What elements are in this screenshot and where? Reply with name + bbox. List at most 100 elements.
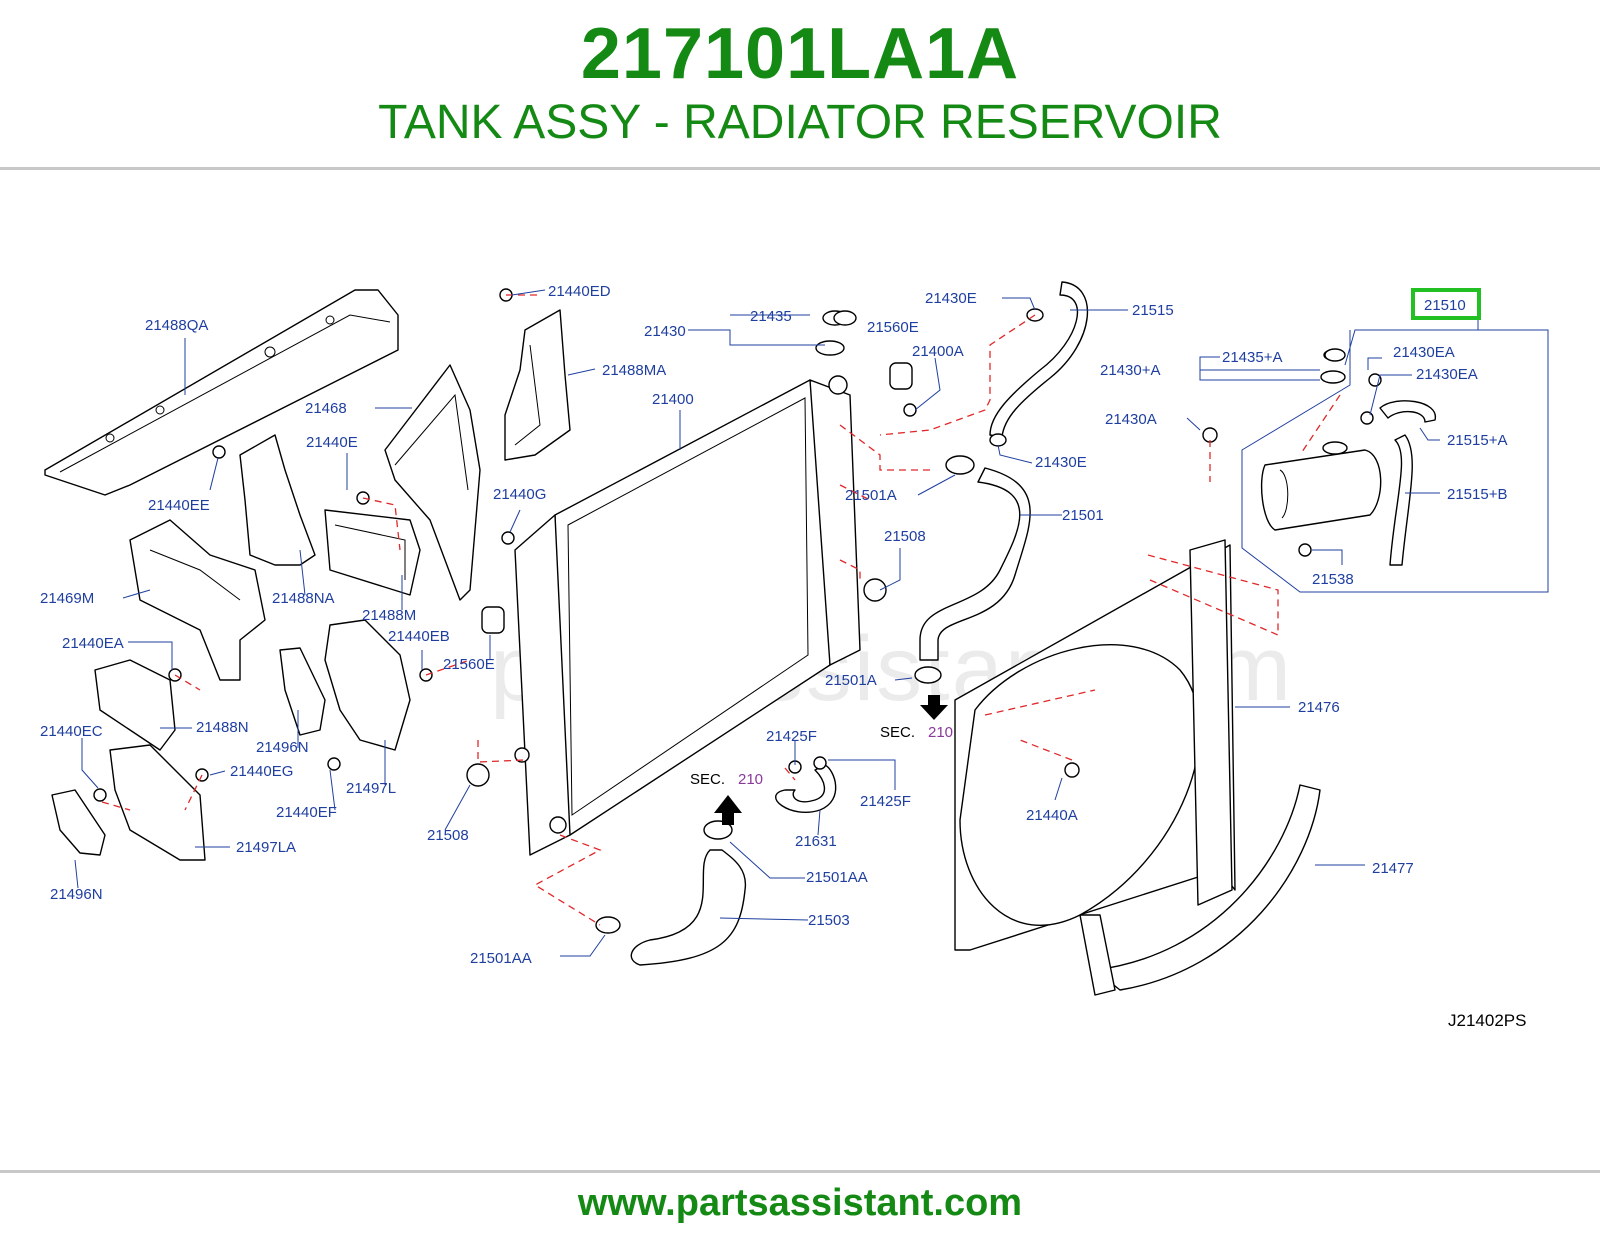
- highlight-box-21510: [1411, 288, 1481, 320]
- bracket-21497LA: [109, 744, 206, 861]
- callout-21440ED: 21440ED: [548, 283, 611, 300]
- callout-21508-a: 21508: [427, 827, 469, 844]
- page-header: 217101LA1A TANK ASSY - RADIATOR RESERVOI…: [0, 0, 1600, 168]
- bracket-21497L: [324, 619, 411, 751]
- block-21496N-a: [279, 647, 326, 736]
- clamp-21430E-b: [989, 433, 1007, 447]
- callout-21469M: 21469M: [40, 590, 94, 607]
- arrow-down-icon: [920, 695, 948, 720]
- callout-21440EB: 21440EB: [388, 628, 450, 645]
- clamp-21501A-a: [945, 455, 975, 475]
- callout-21425F-b: 21425F: [860, 793, 911, 810]
- callout-21468: 21468: [305, 400, 347, 417]
- callout-21497L: 21497L: [346, 780, 396, 797]
- callout-21515B: 21515+B: [1447, 486, 1507, 503]
- callout-21560E-b: 21560E: [443, 656, 495, 673]
- upper-hose-21501: [919, 467, 1031, 661]
- grommet-21508-a: [466, 763, 490, 787]
- fan-shroud-21476: [954, 539, 1236, 951]
- callout-21440G: 21440G: [493, 486, 546, 503]
- callout-21496N-b: 21496N: [50, 886, 103, 903]
- callout-21488MA: 21488MA: [602, 362, 666, 379]
- callout-21430EA-b: 21430EA: [1416, 366, 1478, 383]
- callout-21430A: 21430A: [1105, 411, 1157, 428]
- callout-21425F-a: 21425F: [766, 728, 817, 745]
- callout-21503: 21503: [808, 912, 850, 929]
- callout-21496N-a: 21496N: [256, 739, 309, 756]
- lower-shroud-21477: [1079, 784, 1321, 996]
- leader-lines: [74, 289, 1549, 957]
- drawing: [44, 281, 1436, 996]
- callout-21515A: 21515+A: [1447, 432, 1507, 449]
- footer-url[interactable]: www.partsassistant.com: [577, 1182, 1023, 1224]
- part-description: TANK ASSY - RADIATOR RESERVOIR: [378, 96, 1222, 149]
- reservoir-hoses-21515A-B: [1379, 400, 1436, 566]
- callout-21631: 21631: [795, 833, 837, 850]
- radiator-21400: [514, 375, 861, 856]
- sec-ref-label-lower: SEC.: [690, 771, 725, 788]
- part-number: 217101LA1A: [580, 14, 1020, 94]
- duct-21488M: [324, 509, 421, 596]
- parts-diagram: partsassistant.com: [40, 281, 1549, 1030]
- mount-21560E-a: [889, 362, 913, 390]
- plate-21488MA: [504, 309, 571, 461]
- callout-21510: 21510: [1424, 297, 1466, 314]
- callout-21430: 21430: [644, 323, 686, 340]
- callout-21501A-a: 21501A: [845, 487, 897, 504]
- clamp-21501AA-a: [703, 820, 733, 840]
- callout-21488NA: 21488NA: [272, 590, 335, 607]
- duct-21488NA: [239, 434, 316, 566]
- arrow-up-icon: [714, 795, 742, 825]
- callout-21501AA-a: 21501AA: [806, 869, 868, 886]
- reservoir-hose-21515: [989, 281, 1089, 438]
- callout-21515: 21515: [1132, 302, 1174, 319]
- block-21496N-b: [51, 789, 106, 856]
- clamp-21501A-b: [914, 666, 942, 684]
- callout-21477: 21477: [1372, 860, 1414, 877]
- callout-21497LA: 21497LA: [236, 839, 296, 856]
- callout-21488QA: 21488QA: [145, 317, 208, 334]
- callout-21400: 21400: [652, 391, 694, 408]
- callout-21476: 21476: [1298, 699, 1340, 716]
- side-bracket-21468: [384, 364, 481, 601]
- sec-ref-label-upper: SEC.: [880, 724, 915, 741]
- callout-21435: 21435: [750, 308, 792, 325]
- callout-21488M: 21488M: [362, 607, 416, 624]
- callout-21538: 21538: [1312, 571, 1354, 588]
- side-bracket-21469M: [129, 519, 266, 681]
- callout-21440A: 21440A: [1026, 807, 1078, 824]
- callout-21508-b: 21508: [884, 528, 926, 545]
- header-divider: [0, 167, 1600, 170]
- callout-21430E-a: 21430E: [925, 290, 977, 307]
- bracket-21488N: [94, 659, 176, 751]
- sec-ref-num-upper: 210: [928, 724, 953, 741]
- mount-21560E-b: [481, 606, 505, 634]
- callout-21440EG: 21440EG: [230, 763, 293, 780]
- clamp-21501AA-b: [595, 916, 621, 934]
- callout-21501: 21501: [1062, 507, 1104, 524]
- upper-bracket-21488QA: [44, 289, 399, 496]
- callout-labels: 21488QA 21440EE 21468 21440E 21469M 2148…: [40, 283, 1526, 1030]
- assembly-dash-lines: [101, 294, 1341, 926]
- callout-21501A-b: 21501A: [825, 672, 877, 689]
- callout-21440EE: 21440EE: [148, 497, 210, 514]
- callout-21501AA-b: 21501AA: [470, 950, 532, 967]
- callout-21560E-a: 21560E: [867, 319, 919, 336]
- diagram-code: J21402PS: [1448, 1011, 1526, 1030]
- callout-21440E: 21440E: [306, 434, 358, 451]
- callout-21488N: 21488N: [196, 719, 249, 736]
- grommet-21508-b: [863, 578, 887, 602]
- callout-21430E-b: 21430E: [1035, 454, 1087, 471]
- hose-21631: [775, 764, 837, 813]
- callout-21440EC: 21440EC: [40, 723, 103, 740]
- footer-divider: [0, 1170, 1600, 1173]
- callout-21440EA: 21440EA: [62, 635, 124, 652]
- callout-21430EA-a: 21430EA: [1393, 344, 1455, 361]
- callout-21400A: 21400A: [912, 343, 964, 360]
- reservoir-tank-21510: [1260, 349, 1382, 531]
- callout-21435A: 21435+A: [1222, 349, 1282, 366]
- callout-21440EF: 21440EF: [276, 804, 337, 821]
- lower-hose-21503: [630, 849, 747, 966]
- sec-ref-num-lower: 210: [738, 771, 763, 788]
- callout-21430A-plus: 21430+A: [1100, 362, 1160, 379]
